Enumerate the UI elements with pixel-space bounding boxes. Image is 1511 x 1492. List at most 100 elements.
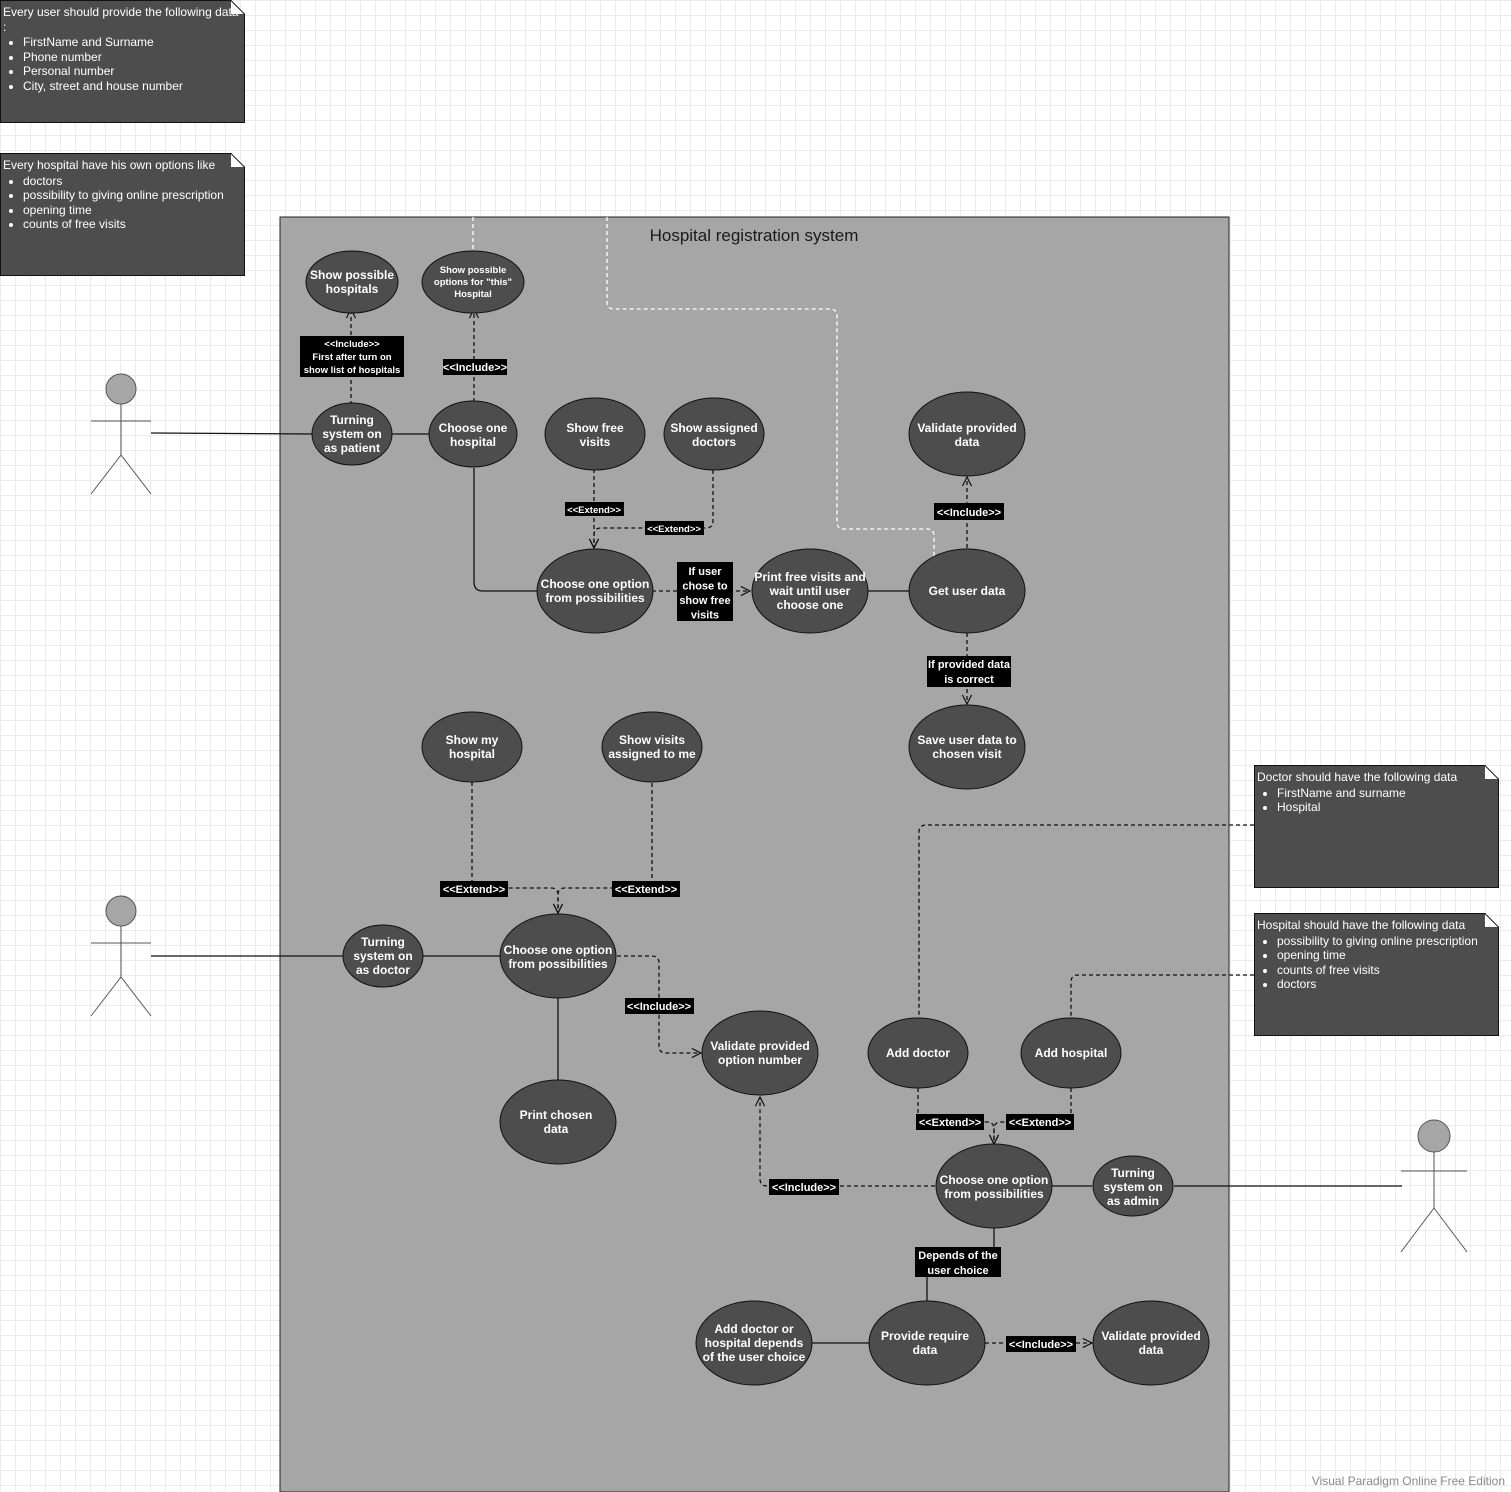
note-hospital-options-item: possibility to giving online prescriptio…	[23, 188, 242, 203]
note-doctor-data: Doctor should have the following data Fi…	[1254, 765, 1499, 888]
relation-label: <<Extend>>	[1006, 1114, 1074, 1130]
associations	[150, 432, 1402, 1344]
use-case-label: Get user data	[929, 584, 1006, 598]
note-hospital-item: possibility to giving online prescriptio…	[1277, 934, 1496, 949]
watermark: Visual Paradigm Online Free Edition	[1311, 1474, 1505, 1488]
use-case-get-user-data[interactable]: Get user data	[908, 548, 1026, 634]
svg-text:<<Include>>: <<Include>>	[772, 1182, 836, 1194]
include-arrow	[760, 1097, 935, 1187]
note-hospital-list: possibility to giving online prescriptio…	[1257, 934, 1496, 992]
svg-text:<<Extend>>: <<Extend>>	[647, 524, 701, 535]
note-user-item: City, street and house number	[23, 79, 242, 94]
use-case-add-doctor[interactable]: Add doctor	[867, 1017, 969, 1089]
relation-label: <<Include>>	[443, 359, 507, 375]
relation-label: <<Extend>>	[440, 881, 508, 897]
note-user-item: FirstName and Surname	[23, 35, 242, 50]
note-connector	[606, 217, 935, 557]
note-hospital-item: counts of free visits	[1277, 963, 1496, 978]
svg-text:<<Extend>>: <<Extend>>	[567, 505, 621, 516]
svg-text:<<Include>>: <<Include>>	[627, 1001, 691, 1013]
relation-label: <<Include>>	[934, 503, 1004, 520]
relation-label: <<Extend>>	[612, 881, 680, 897]
svg-text:<<Extend>>: <<Extend>>	[615, 884, 677, 896]
relation-label: <<Include>>	[769, 1179, 839, 1195]
actor-patient[interactable]	[90, 373, 152, 495]
note-user-item: Phone number	[23, 50, 242, 65]
actor-head	[105, 373, 137, 405]
note-user-item: Personal number	[23, 64, 242, 79]
actor-doctor[interactable]	[90, 895, 152, 1017]
note-hospital-data: Hospital should have the following data …	[1254, 913, 1499, 1036]
note-connector	[918, 824, 1254, 1018]
actor-head	[105, 895, 137, 927]
note-doctor-intro: Doctor should have the following data	[1257, 770, 1458, 784]
relation-label: <<Extend>>	[645, 521, 704, 535]
association-line	[473, 468, 537, 592]
svg-text:<<Extend>>: <<Extend>>	[919, 1117, 981, 1129]
note-hospital-options-item: counts of free visits	[23, 217, 242, 232]
note-hospital-intro: Hospital should have the following data	[1257, 918, 1466, 932]
relation-label: <<Extend>>	[565, 502, 624, 516]
note-connectors-white	[472, 217, 935, 557]
svg-text:<<Include>>: <<Include>>	[443, 362, 507, 374]
svg-text:<<Include>>: <<Include>>	[1009, 1339, 1073, 1351]
svg-text:<<Extend>>: <<Extend>>	[443, 884, 505, 896]
actor-admin[interactable]	[1400, 1119, 1468, 1253]
use-case-label: Add doctor	[886, 1046, 950, 1060]
note-user-list: FirstName and Surname Phone number Perso…	[3, 35, 242, 93]
note-hospital-options-item: opening time	[23, 203, 242, 218]
note-hospital-options: Every hospital have his own options like…	[0, 153, 245, 276]
note-hospital-options-item: doctors	[23, 174, 242, 189]
svg-text:<<Include>>: <<Include>>	[937, 507, 1001, 519]
svg-text:<<Extend>>: <<Extend>>	[1009, 1117, 1071, 1129]
use-case-add-hospital[interactable]: Add hospital	[1020, 1017, 1122, 1089]
note-hospital-item: opening time	[1277, 948, 1496, 963]
note-user-intro: Every user should provide the following …	[3, 5, 239, 34]
note-doctor-item: FirstName and surname	[1277, 786, 1496, 801]
relation-label: <<Include>>	[1006, 1336, 1076, 1352]
